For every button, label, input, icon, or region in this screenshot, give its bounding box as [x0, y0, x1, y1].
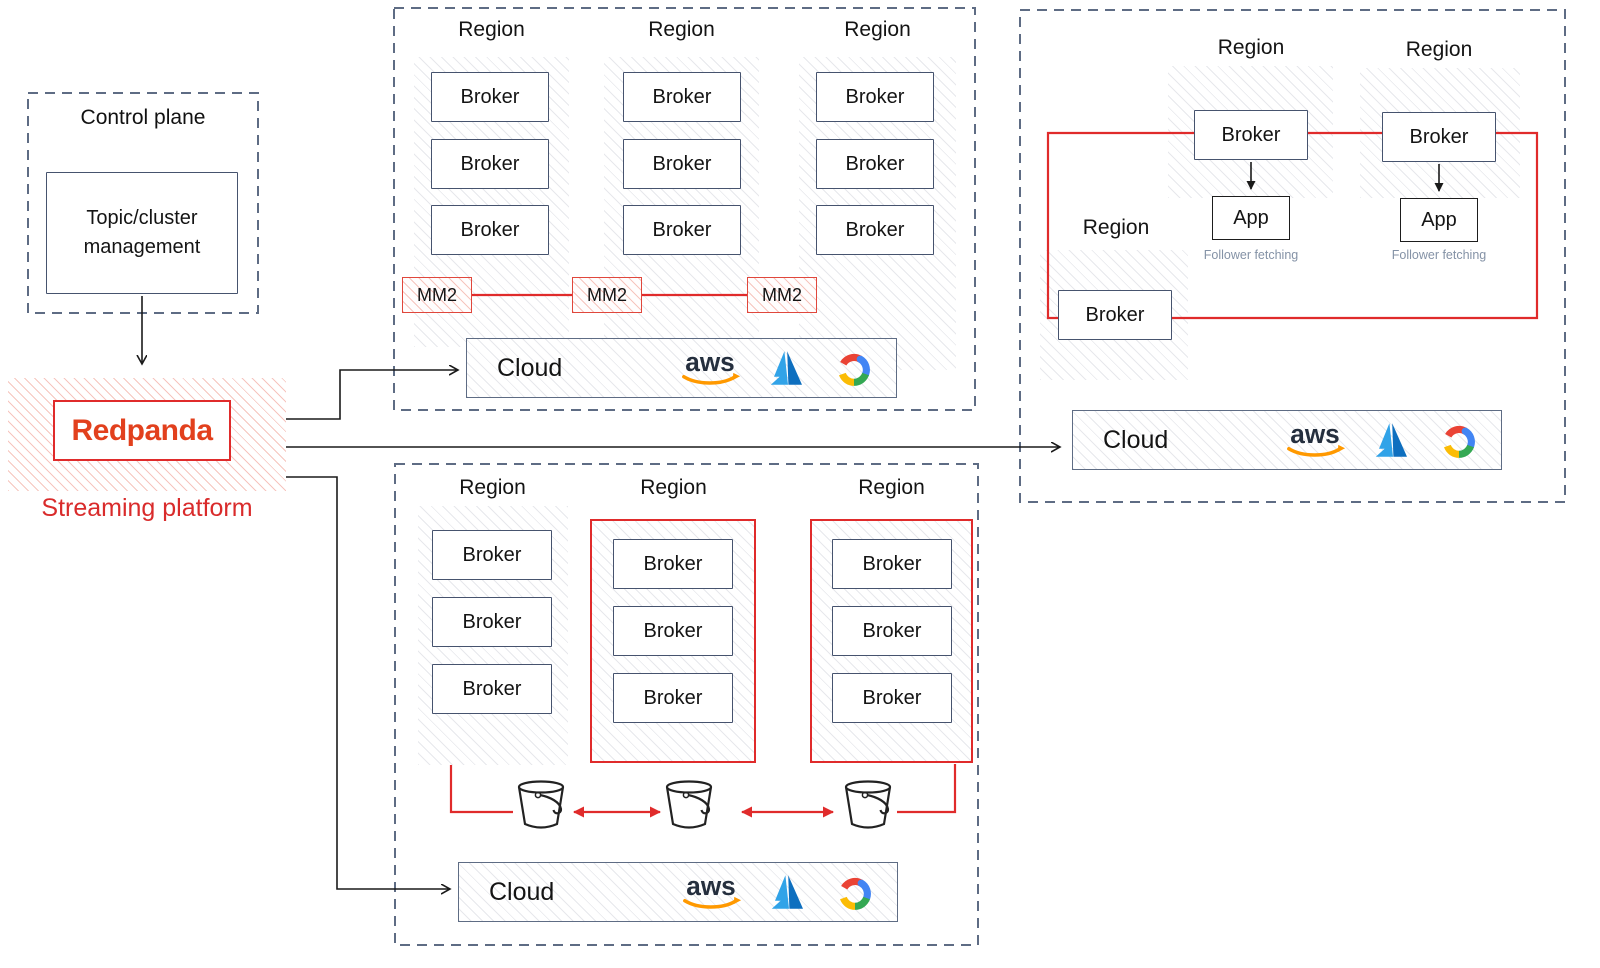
storage-region1-to-bucket1-link — [449, 765, 513, 814]
arrow-redpanda-to-mm2-cloud — [286, 370, 458, 420]
control-plane-title: Control plane — [80, 106, 206, 129]
gcp-logo-icon — [1444, 425, 1475, 458]
follower-fetching-caption: Follower fetching — [1391, 248, 1487, 262]
mm2-connector-box: MM2 — [402, 277, 472, 313]
redpanda-logo: Redpanda — [71, 413, 213, 447]
broker-box: Broker — [432, 597, 552, 647]
mm2-cluster-border — [393, 7, 976, 411]
follower-broker-loop — [1046, 131, 1539, 320]
cloud-label: Cloud — [497, 353, 563, 382]
gcp-logo-icon — [839, 353, 870, 386]
broker-box: Broker — [1194, 110, 1308, 160]
svg-text:aws: aws — [1290, 420, 1339, 449]
broker-box: Broker — [1382, 112, 1496, 162]
mm2-cloud-bar: Cloud aws — [466, 338, 897, 398]
svg-text:aws: aws — [686, 872, 735, 901]
broker-box: Broker — [623, 205, 741, 255]
broker-box: Broker — [613, 539, 733, 589]
cloud-label: Cloud — [489, 877, 555, 906]
broker-box: Broker — [432, 664, 552, 714]
azure-logo-icon — [1375, 423, 1407, 457]
broker-box: Broker — [613, 673, 733, 723]
aws-logo-icon: aws — [1287, 420, 1346, 457]
broker-box: Broker — [431, 139, 549, 189]
app-box: App — [1212, 196, 1290, 240]
follower-cluster-border — [1019, 9, 1566, 503]
broker-box: Broker — [1058, 290, 1172, 340]
broker-box: Broker — [832, 606, 952, 656]
azure-logo-icon — [770, 351, 802, 385]
broker-box: Broker — [432, 530, 552, 580]
topic-management-label: Topic/cluster management — [83, 207, 201, 258]
arrow-redpanda-to-storage-cloud — [286, 476, 450, 889]
broker-box: Broker — [832, 673, 952, 723]
redpanda-box: Redpanda — [53, 400, 231, 461]
topic-management-box: Topic/cluster management — [46, 172, 238, 294]
gcp-logo-icon — [840, 877, 871, 910]
storage-bucket-icon-1 — [517, 780, 565, 829]
app-box: App — [1400, 198, 1478, 242]
storage-region3-label: Region — [858, 476, 925, 499]
mm2-region2-label: Region — [648, 18, 715, 41]
mm2-region1-label: Region — [458, 18, 525, 41]
storage-bucket-icon-2 — [665, 780, 713, 829]
cloud-provider-logos: aws — [1283, 420, 1501, 460]
cloud-provider-logos: aws — [679, 872, 897, 912]
follower-cloud-bar: Cloud aws — [1072, 410, 1502, 470]
cloud-label: Cloud — [1103, 425, 1169, 454]
storage-cloud-bar: Cloud aws — [458, 862, 898, 922]
azure-logo-icon — [771, 875, 803, 909]
aws-logo-icon: aws — [683, 872, 742, 909]
follower-region3-label: Region — [1082, 216, 1150, 239]
storage-bucket-icon-3 — [844, 780, 892, 829]
svg-text:aws: aws — [685, 348, 734, 377]
follower-region2-label: Region — [1405, 38, 1473, 61]
storage-cluster-border — [394, 463, 979, 946]
storage-region1-label: Region — [459, 476, 526, 499]
broker-box: Broker — [623, 72, 741, 122]
aws-logo-icon: aws — [682, 348, 741, 385]
control-plane-border — [27, 92, 259, 314]
broker-box: Broker — [613, 606, 733, 656]
mm2-connector-box: MM2 — [572, 277, 642, 313]
broker-box: Broker — [623, 139, 741, 189]
broker-box: Broker — [816, 139, 934, 189]
broker-box: Broker — [832, 539, 952, 589]
broker-box: Broker — [816, 72, 934, 122]
cloud-provider-logos: aws — [678, 348, 896, 388]
broker-box: Broker — [431, 72, 549, 122]
broker-box: Broker — [431, 205, 549, 255]
mm2-connector-box: MM2 — [747, 277, 817, 313]
bucket3-to-storage-region3-link — [897, 764, 957, 814]
broker-box: Broker — [816, 205, 934, 255]
streaming-platform-label: Streaming platform — [41, 494, 253, 522]
storage-region2-label: Region — [640, 476, 707, 499]
mm2-region3-label: Region — [844, 18, 911, 41]
follower-fetching-caption: Follower fetching — [1203, 248, 1299, 262]
follower-region1-label: Region — [1217, 36, 1285, 59]
